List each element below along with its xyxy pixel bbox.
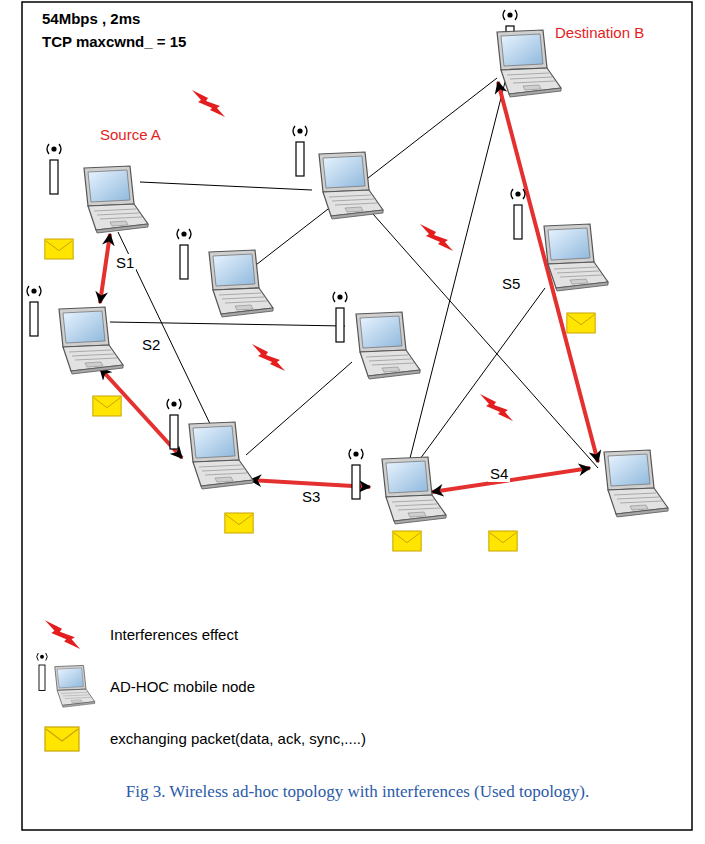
node-label: Source A xyxy=(100,126,161,143)
legend-text: Interferences effect xyxy=(110,626,238,643)
legend-text: AD-HOC mobile node xyxy=(110,678,255,695)
source-node: Source A xyxy=(70,126,165,234)
frame xyxy=(22,2,692,830)
antennas xyxy=(27,10,525,499)
laptops xyxy=(59,152,668,524)
parameter-label: 54Mbps , 2ms xyxy=(42,10,140,27)
destination-node: Destination B xyxy=(483,22,649,98)
link-label: S5 xyxy=(500,275,522,292)
packets xyxy=(45,239,595,551)
laptop-icon xyxy=(70,164,150,234)
parameter-label: TCP maxcwnd_ = 15 xyxy=(42,33,186,50)
legend-icons xyxy=(37,620,95,751)
route-links xyxy=(100,82,598,492)
figure-caption: Fig 3. Wireless ad-hoc topology with int… xyxy=(70,782,645,802)
legend-text: exchanging packet(data, ack, sync,....) xyxy=(110,730,366,747)
node-label: Destination B xyxy=(555,24,644,41)
link-label: S1 xyxy=(114,254,136,271)
laptop-icon xyxy=(483,28,563,98)
interference-symbols xyxy=(192,90,513,421)
link-lines xyxy=(110,78,598,478)
link-label: S3 xyxy=(300,488,322,505)
link-label: S4 xyxy=(488,465,510,482)
link-label: S2 xyxy=(140,336,162,353)
